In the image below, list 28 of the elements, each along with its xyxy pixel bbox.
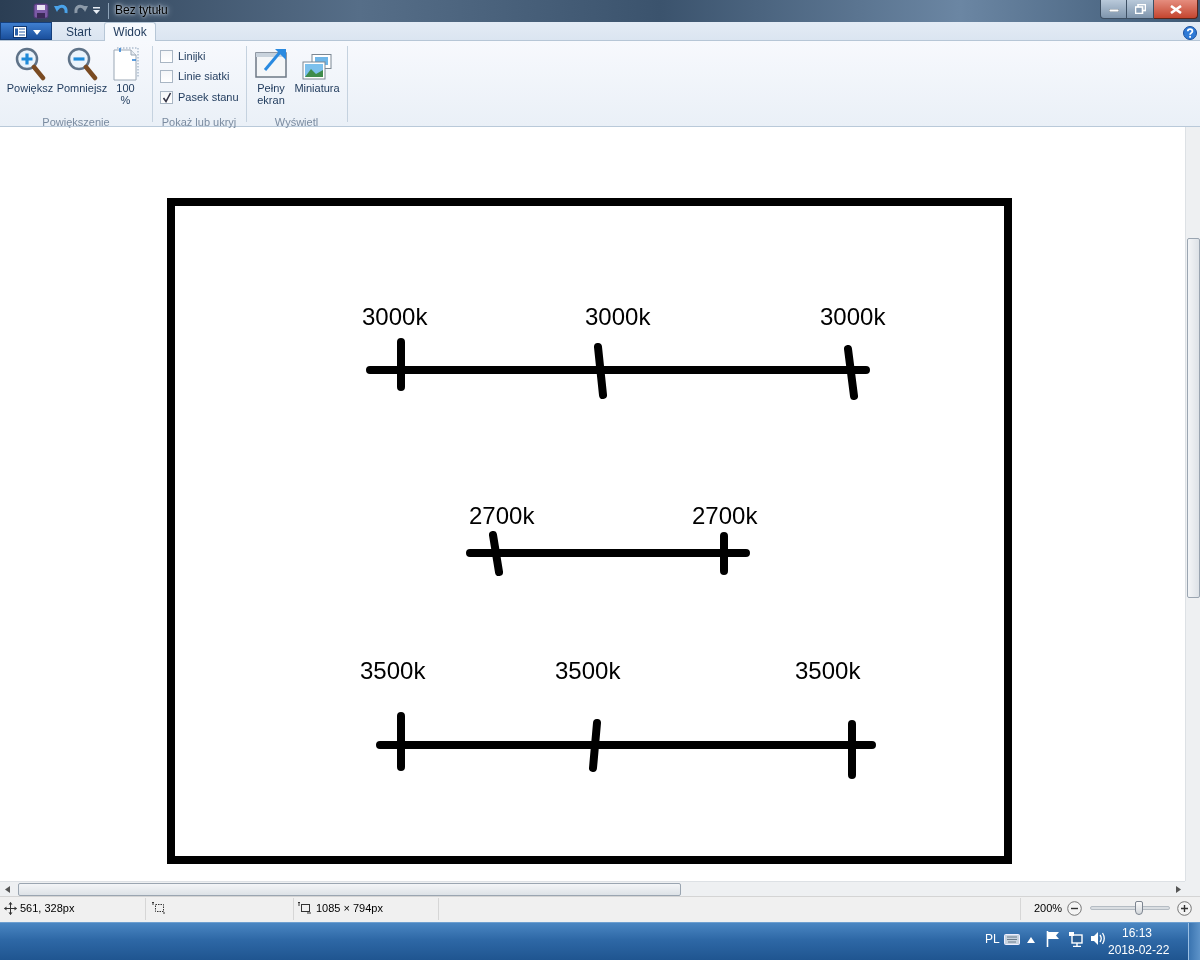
- checkbox-label: Linie siatki: [178, 70, 230, 83]
- tick-label: 3500k: [555, 658, 621, 684]
- tick-label: 3000k: [362, 304, 428, 330]
- group-label: Pokaż lub ukryj: [161, 116, 237, 128]
- group-label: Powiększenie: [42, 116, 110, 128]
- checkbox-label: Linijki: [178, 50, 206, 63]
- image-size: 1085 × 794px: [316, 902, 383, 915]
- tick-label: 3500k: [795, 658, 861, 684]
- tab-label: Start: [66, 25, 92, 39]
- cursor-position: 561, 328px: [20, 902, 75, 915]
- tick-label: 3500k: [360, 658, 426, 684]
- button-label: Powiększ: [6, 82, 54, 94]
- tick-label: 3000k: [585, 304, 651, 330]
- language-indicator: PL: [985, 932, 1000, 946]
- button-label: Miniatura: [294, 82, 340, 94]
- tick-label: 3000k: [820, 304, 886, 330]
- tick-label: 2700k: [469, 503, 535, 529]
- tick-label: 2700k: [692, 503, 758, 529]
- clock-time: 16:13: [1122, 926, 1153, 940]
- window-title: Bez tytułu: [115, 3, 168, 18]
- button-label: Pomniejsz: [56, 82, 108, 94]
- group-label: Wyświetl: [274, 116, 319, 128]
- checkbox-label: Pasek stanu: [178, 91, 239, 104]
- clock-date: 2018-02-22: [1108, 943, 1170, 957]
- zoom-level: 200%: [1034, 902, 1063, 915]
- button-label: Pełny ekran: [256, 82, 286, 106]
- selected-tab: Widok: [104, 22, 156, 42]
- button-label: 100 %: [115, 82, 136, 106]
